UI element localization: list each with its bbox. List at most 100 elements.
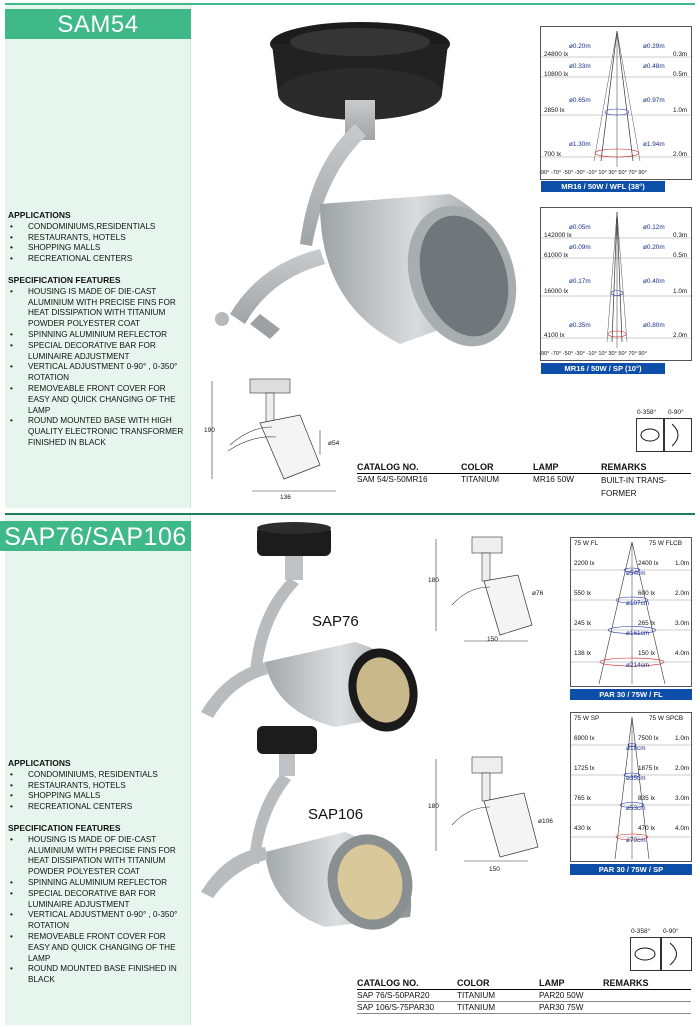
- rotation-icon: [630, 937, 692, 971]
- beam-dia: ø35cm: [626, 775, 646, 782]
- sap76-label: SAP76: [312, 613, 359, 630]
- beam-axis: -90° -70° -50° -30° -10° 10° 30° 50° 70°…: [539, 351, 647, 357]
- sap106-product-image: [201, 726, 413, 930]
- list-item: REMOVEABLE FRONT COVER FOR EASY AND QUIC…: [8, 932, 184, 964]
- sam54-dim-height: 190: [204, 427, 215, 434]
- beam-dia: ø1.94m: [643, 141, 665, 148]
- sap106-dim-width: 150: [489, 866, 500, 873]
- cell: SAP 106/S-75PAR30: [357, 1003, 435, 1012]
- beam-lines: [571, 716, 693, 860]
- list-item: ROUND MOUNTED BASE WITH HIGH QUALITY ELE…: [8, 416, 184, 448]
- beam-caption: MR16 / 50W / WFL (38°): [541, 181, 665, 192]
- beam-dist: 4.0m: [675, 650, 690, 657]
- list-item: RECREATIONAL CENTERS: [8, 802, 184, 813]
- beam-lux: 1875 lx: [638, 765, 659, 772]
- beam-lux: 61000 lx: [544, 252, 569, 259]
- beam-dist: 0.3m: [673, 232, 688, 239]
- beam-lines: [541, 30, 693, 167]
- beam-lux: 142000 lx: [544, 232, 572, 239]
- col-header: LAMP: [533, 462, 559, 472]
- cell: [597, 1002, 687, 1013]
- beam-dia: ø18cm: [626, 745, 646, 752]
- section-rule: [5, 513, 695, 515]
- beam-dist: 3.0m: [675, 795, 690, 802]
- table-header: CATALOG NO. COLOR LAMP REMARKS: [357, 978, 691, 990]
- rotation-label: 0-358°: [631, 928, 651, 935]
- list-item: HOUSING IS MADE OF DIE-CAST ALUMINIUM WI…: [8, 835, 184, 878]
- list-item: CONDOMINIUMS, RESIDENTIALS: [8, 770, 184, 781]
- beam-dia: ø0.48m: [643, 63, 665, 70]
- beam-lux: 6900 lx: [574, 735, 595, 742]
- beam-dia: ø0.40m: [643, 278, 665, 285]
- cell: TITANIUM: [457, 1003, 496, 1012]
- col-header: CATALOG NO.: [357, 462, 419, 472]
- beam-lux: 835 lx: [638, 795, 656, 802]
- list-item: SPECIAL DECORATIVE BAR FOR LUMINAIRE ADJ…: [8, 889, 184, 911]
- col-header: REMARKS: [603, 978, 649, 988]
- sam54-applications-heading: APPLICATIONS: [8, 210, 71, 220]
- rotation-icon: [636, 418, 692, 452]
- beam-dia: ø107cm: [626, 600, 650, 607]
- list-item: SHOPPING MALLS: [8, 791, 184, 802]
- beam-lux: 10800 lx: [544, 71, 569, 78]
- beam-lux: 7500 lx: [638, 735, 659, 742]
- beam-dia: ø0.97m: [643, 97, 665, 104]
- cell: MR16 50W: [533, 475, 574, 484]
- rotation-label: 0-358°: [637, 409, 657, 416]
- rotation-label: 0-90°: [663, 928, 679, 935]
- list-item: CONDOMINIUMS,RESIDENTIALS: [8, 222, 184, 233]
- beam-lux: 16000 lx: [544, 288, 569, 295]
- beam-dia: ø1.30m: [569, 141, 591, 148]
- sap-applications-heading: APPLICATIONS: [8, 758, 71, 768]
- beam-lux: 2200 lx: [574, 560, 595, 567]
- beam-dia: ø0.12m: [643, 224, 665, 231]
- sam54-spec-list: HOUSING IS MADE OF DIE-CAST ALUMINIUM WI…: [8, 287, 184, 449]
- beam-dist: 0.5m: [673, 71, 688, 78]
- list-item: RESTAURANTS, HOTELS: [8, 781, 184, 792]
- sap-specs: APPLICATIONS CONDOMINIUMS, RESIDENTIALS …: [8, 752, 184, 986]
- beam-lux: 430 lx: [574, 825, 592, 832]
- list-item: HOUSING IS MADE OF DIE-CAST ALUMINIUM WI…: [8, 287, 184, 330]
- sam54-applications-list: CONDOMINIUMS,RESIDENTIALS RESTAURANTS, H…: [8, 222, 184, 265]
- beam-dist: 2.0m: [675, 765, 690, 772]
- beam-lux: 2400 lx: [638, 560, 659, 567]
- beam-dia: ø0.17m: [569, 278, 591, 285]
- beam-lux: 550 lx: [574, 590, 592, 597]
- beam-dia: ø70cm: [626, 837, 646, 844]
- beam-dia: ø0.20m: [643, 244, 665, 251]
- beam-lux: 265 lx: [638, 620, 656, 627]
- beam-dist: 2.0m: [673, 332, 688, 339]
- beam-dia: ø0.09m: [569, 244, 591, 251]
- table-header: CATALOG NO. COLOR LAMP REMARKS: [357, 462, 691, 474]
- beam-lines: [541, 211, 693, 348]
- beam-lux: 1725 lx: [574, 765, 595, 772]
- beam-caption: MR16 / 50W / SP (10°): [541, 363, 665, 374]
- beam-dia: ø53cm: [626, 805, 646, 812]
- beam-header: 75 W SPCB: [649, 715, 684, 722]
- cell: [597, 990, 687, 1001]
- sap-applications-list: CONDOMINIUMS, RESIDENTIALS RESTAURANTS, …: [8, 770, 184, 813]
- sap106-dim-diameter: ø106: [538, 818, 553, 825]
- col-header: LAMP: [539, 978, 565, 988]
- cell: SAP 76/S-50PAR20: [357, 991, 430, 1000]
- beam-dia: ø0.35m: [569, 322, 591, 329]
- list-item: RESTAURANTS, HOTELS: [8, 233, 184, 244]
- list-item: SPECIAL DECORATIVE BAR FOR LUMINAIRE ADJ…: [8, 341, 184, 363]
- beam-dist: 4.0m: [675, 825, 690, 832]
- beam-dist: 2.0m: [675, 590, 690, 597]
- list-item: ROUND MOUNTED BASE FINISHED IN BLACK: [8, 964, 184, 986]
- beam-lux: 138 lx: [574, 650, 592, 657]
- sap76-dim-width: 150: [487, 636, 498, 643]
- beam-dia: ø0.20m: [569, 43, 591, 50]
- sap76-product-image: [201, 522, 418, 732]
- sam54-dim-diameter: ø54: [328, 440, 340, 447]
- beam-lux: 470 lx: [638, 825, 656, 832]
- beam-dia: ø0.65m: [569, 97, 591, 104]
- sam54-product-image: [215, 22, 517, 347]
- rotation-label: 0-90°: [668, 409, 684, 416]
- sap76-dim-height: 180: [428, 577, 439, 584]
- beam-dia: ø0.05m: [569, 224, 591, 231]
- sap-spec-list: HOUSING IS MADE OF DIE-CAST ALUMINIUM WI…: [8, 835, 184, 986]
- beam-header: 75 W FL: [574, 540, 599, 547]
- top-rule: [5, 3, 695, 5]
